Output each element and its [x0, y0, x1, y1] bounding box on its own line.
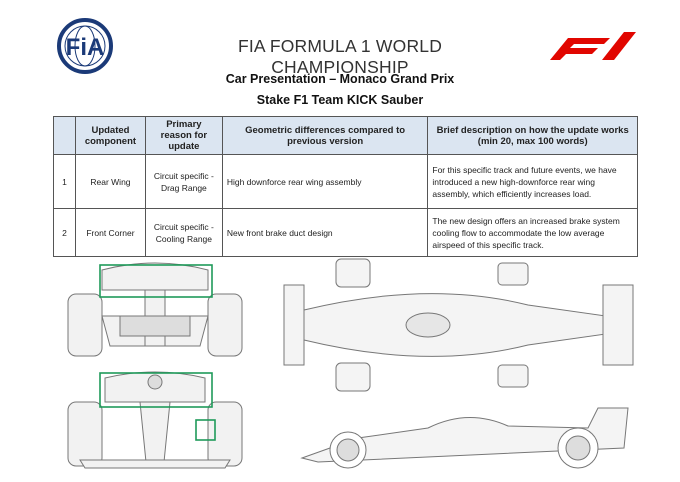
- header-component: Updated component: [74, 116, 146, 155]
- f1-logo: [550, 32, 636, 60]
- svg-text:FiA: FiA: [66, 34, 105, 61]
- fia-logo: FiA: [57, 18, 113, 74]
- row-number: 1: [53, 154, 76, 209]
- row-reason: Circuit specific - Drag Range: [144, 154, 223, 209]
- row-description: For this specific track and future event…: [427, 154, 638, 209]
- car-top-view-drawing: [283, 258, 634, 392]
- header-description: Brief description on how the update work…: [427, 116, 638, 155]
- row-number: 2: [53, 208, 76, 257]
- row-description: The new design offers an increased brake…: [427, 208, 638, 257]
- page-title: FIA FORMULA 1 WORLD CHAMPIONSHIP: [237, 36, 443, 77]
- rear-wing-highlight-front-view: [99, 372, 213, 408]
- header-reason: Primary reason for update: [144, 116, 223, 155]
- table-row: 1 Rear Wing Circuit specific - Drag Rang…: [53, 154, 638, 209]
- table-row: 2 Front Corner Circuit specific - Coolin…: [53, 208, 638, 257]
- rear-wing-highlight: [99, 264, 213, 298]
- document-subtitle: Car Presentation – Monaco Grand Prix: [225, 72, 455, 86]
- row-reason: Circuit specific - Cooling Range: [144, 208, 223, 257]
- header-geometry: Geometric differences compared to previo…: [221, 116, 429, 155]
- team-name: Stake F1 Team KICK Sauber: [256, 93, 424, 107]
- row-geometry: High downforce rear wing assembly: [221, 154, 429, 209]
- front-corner-highlight: [195, 419, 216, 441]
- header-num: [53, 116, 76, 155]
- car-front-view-drawing: [67, 371, 243, 469]
- car-rear-view-drawing: [67, 262, 243, 357]
- table-header-row: Updated component Primary reason for upd…: [53, 116, 638, 155]
- updates-table: Updated component Primary reason for upd…: [53, 116, 638, 257]
- car-side-view-drawing: [300, 407, 629, 469]
- row-component: Front Corner: [74, 208, 146, 257]
- row-component: Rear Wing: [74, 154, 146, 209]
- row-geometry: New front brake duct design: [221, 208, 429, 257]
